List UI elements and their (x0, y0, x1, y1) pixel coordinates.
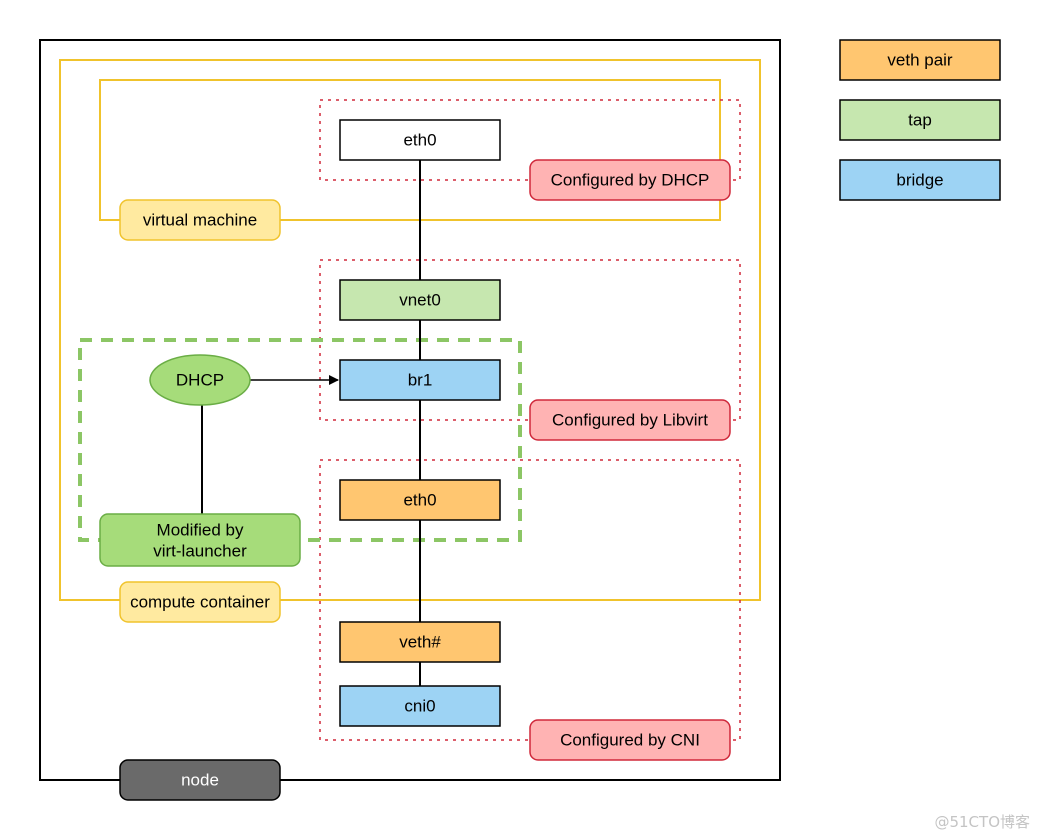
modified-by-line2: virt-launcher (153, 542, 247, 561)
node-label: node (181, 771, 219, 790)
node-tag: node (119, 759, 281, 801)
virt-launcher-region (78, 338, 522, 542)
modified-by-virt-launcher-box: Modified by virt-launcher (99, 513, 301, 567)
configured-by-libvirt-badge: Configured by Libvirt (529, 399, 731, 441)
cni0-box[interactable]: cni0 (339, 685, 501, 727)
virtual-machine-boundary (99, 79, 721, 221)
legend-tap-label: tap (908, 111, 932, 130)
dhcp-config-region (319, 99, 741, 181)
legend-item-tap: tap (839, 99, 1001, 141)
configured-by-cni-label: Configured by CNI (560, 731, 700, 750)
veth-box[interactable]: veth# (339, 621, 501, 663)
dhcp-node[interactable]: DHCP (149, 354, 251, 406)
node-boundary (39, 39, 781, 781)
container-eth0-label: eth0 (403, 491, 436, 510)
watermark: @51CTO博客 (934, 813, 1030, 831)
configured-by-libvirt-label: Configured by Libvirt (552, 411, 708, 430)
legend-item-bridge: bridge (839, 159, 1001, 201)
vm-eth0-box[interactable]: eth0 (339, 119, 501, 161)
legend: veth pair tap bridge (839, 39, 1001, 201)
configured-by-cni-badge: Configured by CNI (529, 719, 731, 761)
vnet0-label: vnet0 (399, 291, 441, 310)
br1-box[interactable]: br1 (339, 359, 501, 401)
cni-config-region (319, 459, 741, 741)
cni0-label: cni0 (404, 697, 435, 716)
dhcp-label: DHCP (176, 371, 224, 390)
legend-item-veth-pair: veth pair (839, 39, 1001, 81)
compute-container-label: compute container (130, 593, 270, 612)
br1-label: br1 (408, 371, 433, 390)
vm-eth0-label: eth0 (403, 131, 436, 150)
veth-label: veth# (399, 633, 441, 652)
compute-container-boundary (59, 59, 761, 601)
legend-veth-pair-label: veth pair (887, 51, 953, 70)
configured-by-dhcp-label: Configured by DHCP (551, 171, 710, 190)
container-eth0-box[interactable]: eth0 (339, 479, 501, 521)
compute-container-tag: compute container (119, 581, 281, 623)
virtual-machine-tag: virtual machine (119, 199, 281, 241)
vnet0-box[interactable]: vnet0 (339, 279, 501, 321)
virtual-machine-label: virtual machine (143, 211, 257, 230)
modified-by-line1: Modified by (157, 521, 244, 540)
legend-bridge-label: bridge (896, 171, 943, 190)
configured-by-dhcp-badge: Configured by DHCP (529, 159, 731, 201)
